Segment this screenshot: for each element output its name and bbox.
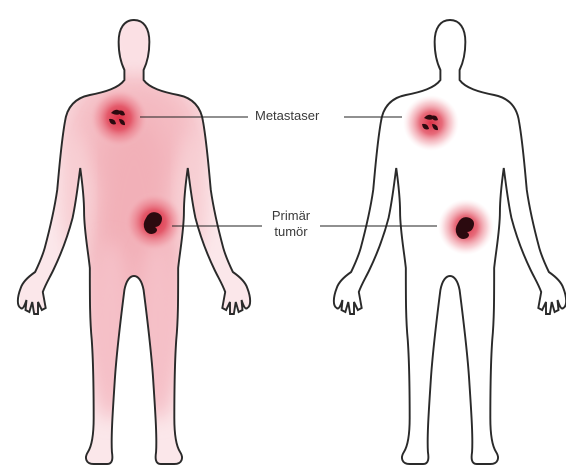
metastasis-glow-left — [89, 88, 149, 148]
metastases-label: Metastaser — [250, 108, 324, 124]
body-with-spread — [18, 0, 260, 470]
primary-tumor-label: Primär tumör — [262, 208, 320, 240]
metastasis-glow-right — [403, 95, 459, 151]
primary-tumor-label-line1: Primär — [266, 208, 316, 224]
primary-tumor-label-line2: tumör — [266, 224, 316, 240]
body-without-spread — [334, 20, 566, 464]
